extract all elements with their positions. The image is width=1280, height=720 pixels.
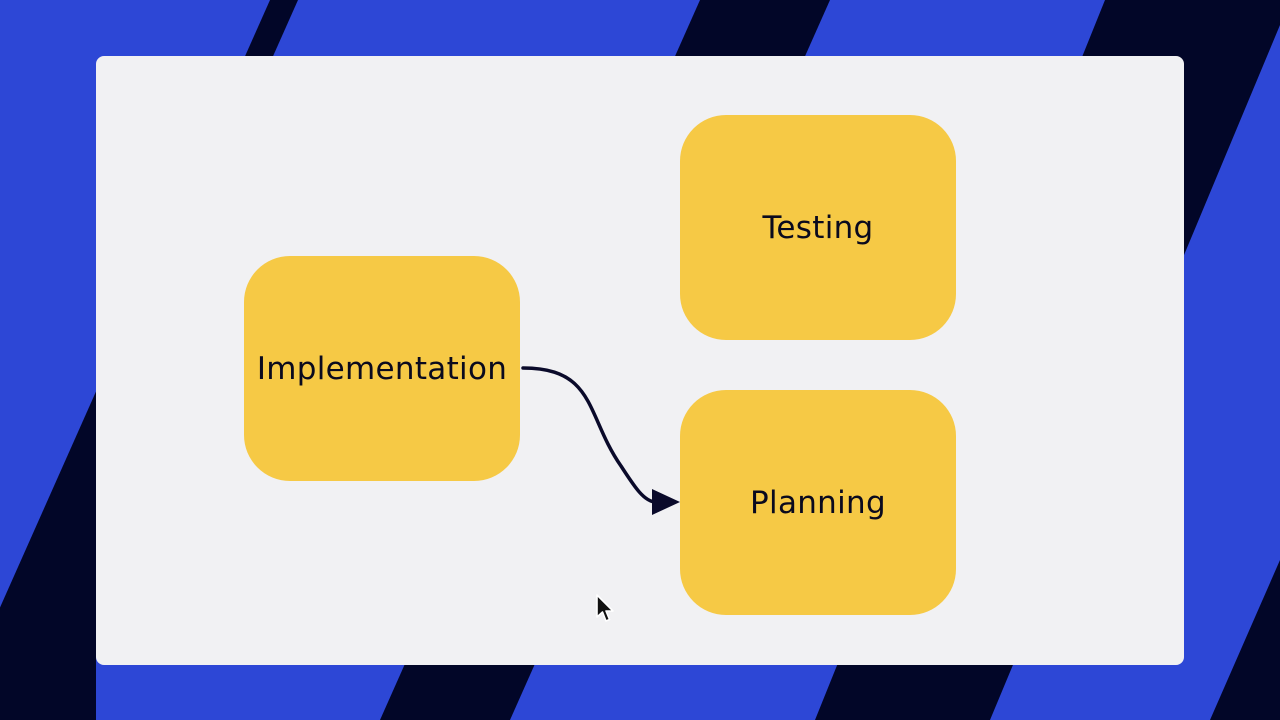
node-implementation[interactable]: Implementation (244, 256, 520, 481)
node-planning[interactable]: Planning (680, 390, 956, 615)
arrowhead-icon (652, 489, 680, 515)
whiteboard-canvas[interactable]: Implementation Testing Planning (96, 56, 1184, 665)
node-testing[interactable]: Testing (680, 115, 956, 340)
node-label: Implementation (256, 350, 508, 387)
connector-implementation-to-planning[interactable] (521, 366, 658, 504)
mouse-pointer-icon (596, 594, 614, 622)
node-label: Testing (762, 209, 874, 246)
node-label: Planning (750, 484, 886, 521)
